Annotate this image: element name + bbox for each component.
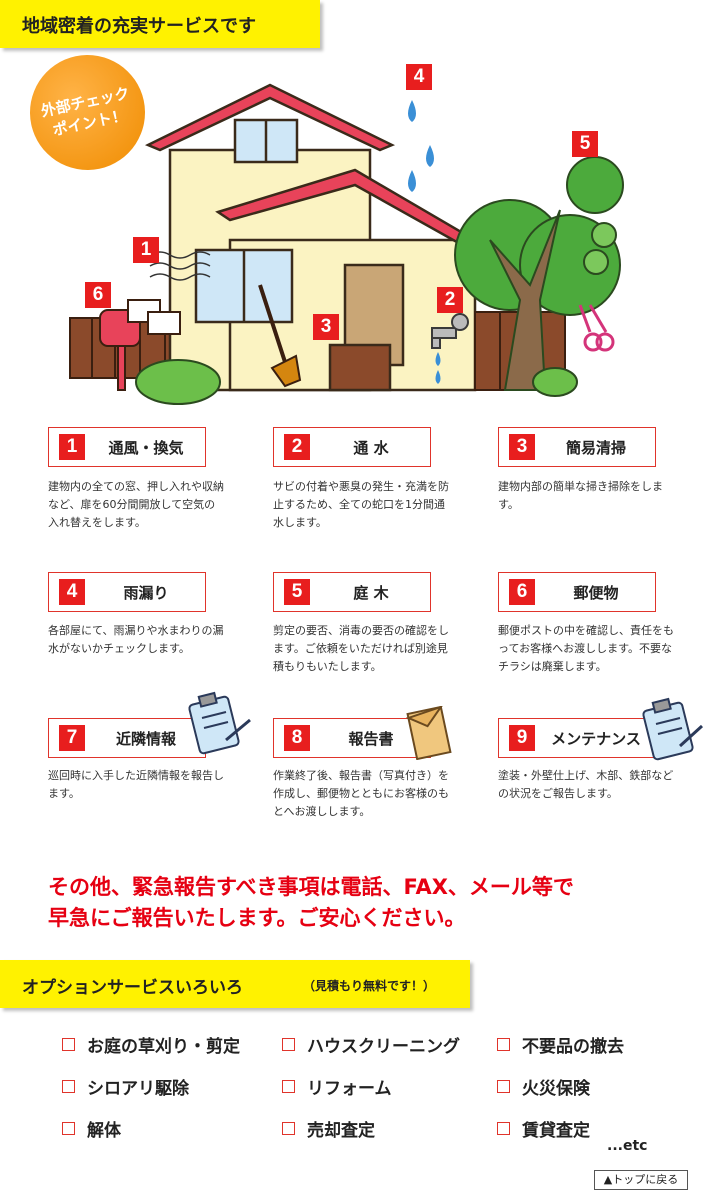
service-title-text: 郵便物: [573, 584, 619, 602]
service-title-2: 2 通 水: [273, 427, 431, 467]
broom: [258, 284, 302, 388]
service-title-text: 簡易清掃: [565, 439, 626, 457]
checkbox-icon: [497, 1038, 510, 1051]
checkbox-icon: [497, 1122, 510, 1135]
house-illustration: [69, 83, 624, 405]
envelope-icon: [406, 706, 452, 760]
service-desc-1: 建物内の全ての窓、押し入れや収納など、扉を60分間開放して空気の入れ替えをします…: [48, 480, 224, 529]
service-title-text: メンテナンス: [551, 730, 641, 748]
service-title-text: 近隣情報: [115, 730, 176, 748]
service-number: 2: [284, 434, 310, 460]
service-number: 4: [59, 579, 85, 605]
service-desc-5: 剪定の要否、消毒の要否の確認をします。ご依頼をいただければ別途見積もりもいたしま…: [273, 624, 449, 673]
options-etc: ...etc: [607, 1138, 648, 1154]
service-number: 7: [59, 725, 85, 751]
checkbox-icon: [62, 1080, 75, 1093]
house: [144, 83, 495, 392]
service-title-text: 報告書: [348, 730, 394, 748]
option-item: 不要品の撤去: [497, 1032, 624, 1057]
rain-drops: [408, 100, 441, 384]
back-to-top-link[interactable]: ▲トップに戻る: [594, 1170, 688, 1190]
marker-5: 5: [572, 131, 598, 157]
clipboard-icon: [188, 691, 251, 755]
bush-right: [532, 367, 578, 397]
service-title-text: 通風・換気: [108, 439, 184, 457]
emergency-note: その他、緊急報告すべき事項は電話、FAX、メール等で 早急にご報告いたします。ご…: [48, 872, 688, 934]
header-banner: 地域密着の充実サービスです: [0, 0, 320, 48]
service-number: 9: [509, 725, 535, 751]
tree: [454, 156, 624, 391]
options-title: オプションサービスいろいろ: [22, 978, 243, 998]
service-desc-2: サビの付着や悪臭の発生・充満を防止するため、全ての蛇口を1分間通水します。: [273, 480, 449, 529]
service-title-5: 5 庭 木: [273, 572, 431, 612]
clipboard-icon: [642, 697, 704, 761]
service-title-text: 庭 木: [353, 584, 389, 602]
wind-lines: [149, 251, 211, 281]
service-number: 8: [284, 725, 310, 751]
options-banner: オプションサービスいろいろ （見積もり無料です！）: [0, 960, 470, 1008]
service-title-7: 7 近隣情報: [48, 718, 206, 758]
service-desc-7: 巡回時に入手した近隣情報を報告します。: [48, 769, 224, 800]
note-line-1: その他、緊急報告すべき事項は電話、FAX、メール等で: [48, 875, 574, 899]
service-title-4: 4 雨漏り: [48, 572, 206, 612]
bush-left: [135, 359, 221, 405]
service-title-3: 3 簡易清掃: [498, 427, 656, 467]
service-title-1: 1 通風・換気: [48, 427, 206, 467]
mailbox: [99, 299, 181, 391]
shears: [578, 304, 615, 352]
header-title: 地域密着の充実サービスです: [22, 16, 256, 37]
marker-4: 4: [406, 64, 432, 90]
option-item: 売却査定: [282, 1116, 375, 1141]
option-item: お庭の草刈り・剪定: [62, 1032, 240, 1057]
marker-2: 2: [437, 287, 463, 313]
option-item: シロアリ駆除: [62, 1074, 189, 1099]
service-number: 5: [284, 579, 310, 605]
service-desc-6: 郵便ポストの中を確認し、責任をもってお客様へお渡しします。不要なチラシは廃棄しま…: [498, 624, 674, 673]
checkbox-icon: [62, 1122, 75, 1135]
checkbox-icon: [497, 1080, 510, 1093]
service-number: 1: [59, 434, 85, 460]
marker-3: 3: [313, 314, 339, 340]
service-desc-8: 作業終了後、報告書（写真付き）を作成し、郵便物とともにお客様のもとへお渡しします…: [273, 769, 449, 818]
note-line-2: 早急にご報告いたします。ご安心ください。: [48, 906, 466, 930]
checkbox-icon: [282, 1038, 295, 1051]
marker-6: 6: [85, 282, 111, 308]
checkbox-icon: [62, 1038, 75, 1051]
checkbox-icon: [282, 1122, 295, 1135]
service-desc-3: 建物内部の簡単な掃き掃除をします。: [498, 480, 663, 511]
service-number: 6: [509, 579, 535, 605]
options-subtitle: （見積もり無料です！）: [303, 979, 436, 993]
faucet: [431, 313, 469, 349]
option-item: 火災保険: [497, 1074, 590, 1099]
checkbox-icon: [282, 1080, 295, 1093]
service-title-8: 8 報告書: [273, 718, 431, 758]
marker-1: 1: [133, 237, 159, 263]
service-title-text: 通 水: [353, 439, 389, 457]
service-desc-9: 塗装・外壁仕上げ、木部、鉄部などの状況をご報告します。: [498, 769, 674, 800]
option-item: 解体: [62, 1116, 121, 1141]
service-desc-4: 各部屋にて、雨漏りや水まわりの漏水がないかチェックします。: [48, 624, 224, 655]
option-item: ハウスクリーニング: [282, 1032, 460, 1057]
service-title-text: 雨漏り: [123, 584, 169, 602]
service-title-9: 9 メンテナンス: [498, 718, 656, 758]
option-item: 賃貸査定: [497, 1116, 590, 1141]
service-title-6: 6 郵便物: [498, 572, 656, 612]
option-item: リフォーム: [282, 1074, 392, 1099]
service-number: 3: [509, 434, 535, 460]
